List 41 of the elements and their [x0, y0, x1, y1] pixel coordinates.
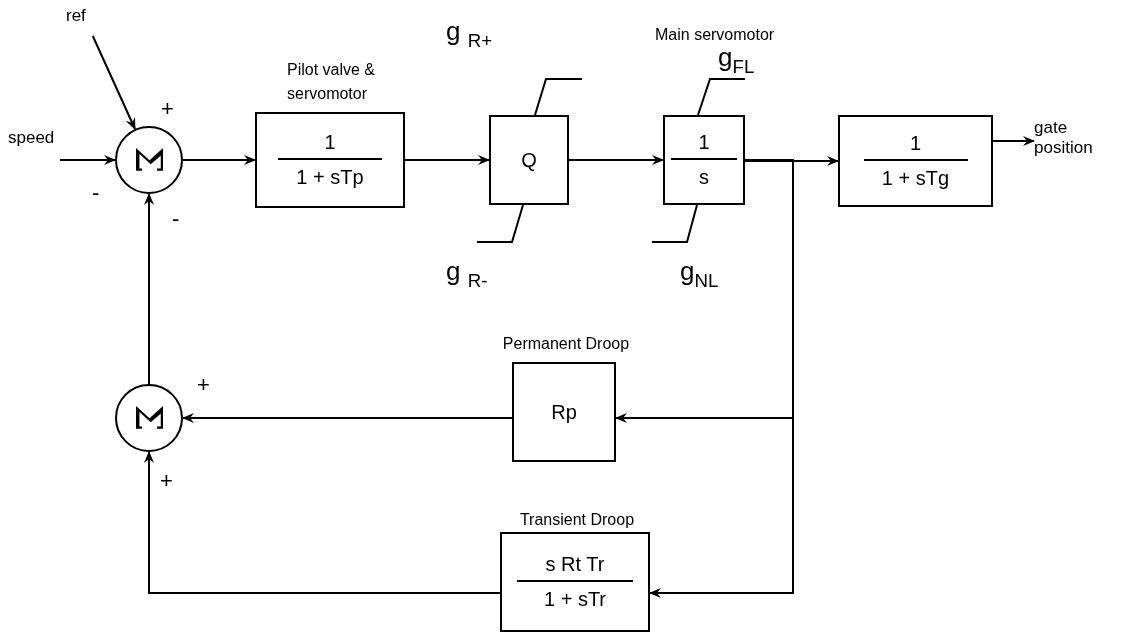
denominator: 1 + sTr	[543, 587, 607, 611]
limit-label: g$_{FL}$	[718, 44, 755, 77]
numerator: 1	[863, 132, 968, 161]
signal-arrow	[744, 156, 839, 166]
summing-symbol: Σ	[130, 146, 168, 174]
sign-label: +	[160, 470, 173, 492]
signal-arrow	[91, 35, 136, 130]
denominator: s	[699, 165, 709, 189]
transfer-block	[489, 115, 569, 205]
sign-label: +	[161, 98, 174, 120]
limit-label: g $_{R+}$	[446, 18, 493, 51]
transfer-block	[838, 115, 993, 207]
limit-label: g $_{R-}$	[446, 258, 488, 291]
signal-arrow	[182, 155, 256, 165]
signal-label: gate position	[1034, 118, 1094, 158]
signal-arrow	[568, 155, 664, 165]
summing-symbol: Σ	[130, 404, 168, 432]
numerator: 1	[278, 131, 382, 160]
signal-label: ref	[66, 6, 86, 26]
signal-label: speed	[8, 128, 55, 148]
block-title: Pilot valve & servomotor	[287, 60, 377, 104]
sign-label: -	[92, 182, 100, 204]
numerator: 1	[671, 131, 737, 160]
signal-arrow	[404, 155, 490, 165]
block-title: Permanent Droop	[501, 334, 631, 354]
block-title: Transient Droop	[518, 510, 636, 530]
signal-arrow	[144, 451, 501, 594]
denominator: 1 + sTg	[881, 166, 950, 190]
block-label: Rp	[551, 400, 577, 424]
denominator: 1 + sTp	[296, 165, 364, 189]
signal-arrow	[59, 155, 116, 165]
signal-arrow	[649, 159, 794, 598]
signal-arrow	[992, 136, 1035, 146]
sign-label: +	[197, 374, 210, 396]
numerator: s Rt Tr	[517, 553, 633, 582]
limit-label: g$_{NL}$	[680, 258, 719, 291]
block-title: Main servomotor	[655, 25, 776, 45]
signal-arrow	[144, 193, 154, 385]
block-label: Q	[521, 148, 537, 172]
sign-label: -	[172, 208, 180, 230]
signal-arrow	[182, 413, 513, 423]
